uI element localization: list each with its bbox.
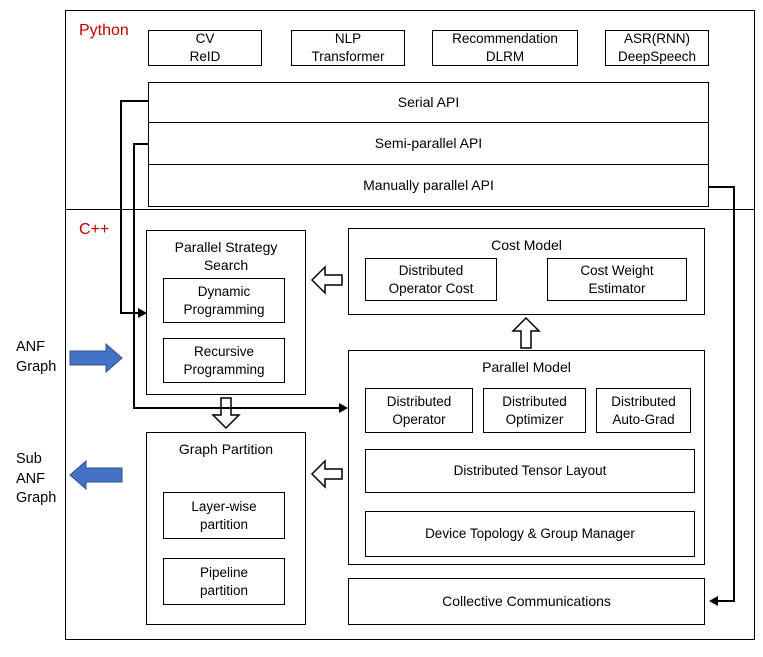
app-box-recommendation-dlrm: Recommendation DLRM bbox=[432, 30, 578, 66]
layer-wise-partition-box: Layer-wise partition bbox=[163, 492, 285, 539]
cpp-section-label: C++ bbox=[79, 221, 110, 238]
manually-parallel-api-bar: Manually parallel API bbox=[148, 164, 709, 207]
serial-api-bar: Serial API bbox=[148, 82, 709, 123]
dynamic-programming-box: Dynamic Programming bbox=[163, 278, 285, 323]
semi-parallel-api-bar: Semi-parallel API bbox=[148, 122, 709, 165]
distributed-tensor-layout-box: Distributed Tensor Layout bbox=[365, 449, 695, 493]
python-section-label: Python bbox=[79, 22, 129, 39]
distributed-operator-box: Distributed Operator bbox=[365, 388, 473, 433]
app-box-asr-deepspeech: ASR(RNN) DeepSpeech bbox=[605, 30, 709, 66]
pipeline-partition-box: Pipeline partition bbox=[163, 558, 285, 605]
app-box-nlp-transformer: NLP Transformer bbox=[291, 30, 405, 66]
cost-weight-estimator-box: Cost Weight Estimator bbox=[547, 258, 687, 301]
anf-graph-label: ANF Graph bbox=[16, 339, 57, 375]
distributed-optimizer-box: Distributed Optimizer bbox=[483, 388, 586, 433]
device-topology-group-manager-box: Device Topology & Group Manager bbox=[365, 511, 695, 557]
recursive-programming-box: Recursive Programming bbox=[163, 338, 285, 383]
distributed-auto-grad-box: Distributed Auto-Grad bbox=[596, 388, 691, 433]
distributed-operator-cost-box: Distributed Operator Cost bbox=[365, 258, 497, 301]
sub-anf-graph-label: Sub ANF Graph bbox=[16, 451, 57, 507]
collective-communications-box: Collective Communications bbox=[348, 578, 705, 625]
app-box-cv-reid: CV ReID bbox=[148, 30, 262, 66]
